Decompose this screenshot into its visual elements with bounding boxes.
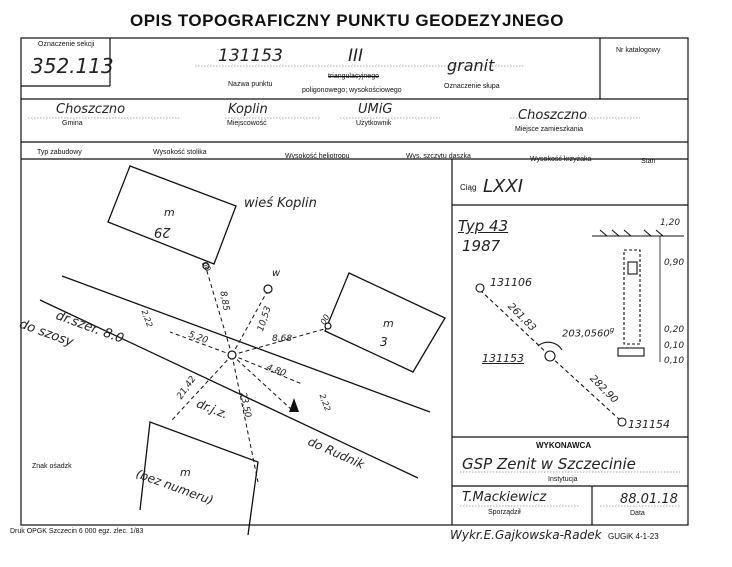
bld2-num: 3 (380, 335, 388, 349)
bld2-m: m (383, 317, 394, 330)
typ-zabudowy-label: Typ zabudowy (37, 149, 82, 156)
miejscowosc-label: Miejscowość (227, 120, 267, 127)
point-class: III (348, 46, 364, 66)
bld3-m: m (180, 466, 191, 479)
zamieszkania-label: Miejsce zamieszkania (515, 126, 584, 133)
wys-krzyzaka-label: Wysokość krzyżaka (530, 156, 592, 163)
w-label: w (272, 268, 281, 279)
building-29 (107, 165, 237, 265)
gmina-label: Gmina (62, 120, 83, 127)
network-poly: poligonowego; wysokościowego (302, 87, 402, 94)
wys-heliotropu-label: Wysokość heliotropu (285, 153, 350, 160)
pt-c: 131154 (628, 418, 670, 431)
monument-label: Oznaczenie słupa (444, 83, 500, 90)
miejscowosc-value: Koplin (228, 102, 268, 117)
village-label: wieś Koplin (244, 196, 317, 211)
dist-868: 8,68 (272, 334, 293, 344)
instytucja-label: Instytucja (548, 476, 578, 483)
building-3 (324, 272, 446, 373)
bld1-m: m (164, 206, 175, 219)
angle-value: 203,0560g (562, 326, 615, 340)
year-value: 1987 (462, 237, 501, 255)
gmina-value: Choszczno (56, 102, 126, 117)
wykonawca-label: WYKONAWCA (536, 441, 592, 450)
point-number: 131153 (218, 46, 283, 66)
wys-stolika-label: Wysokość stolika (153, 149, 207, 156)
zamieszkania-value: Choszczno (518, 108, 588, 123)
sporzadzil-value: T.Mackiewicz (462, 490, 547, 505)
w-marker (263, 284, 273, 294)
typ-value: Typ 43 (458, 217, 509, 235)
stan-label: Stan (641, 158, 656, 165)
uzytkownik-label: Użytkownik (356, 120, 392, 127)
print-note: Druk OPGK Szczecin 6 000 egz. zlec. 1/83 (10, 528, 144, 535)
point-marker (227, 350, 237, 360)
h-090: 0,90 (664, 258, 685, 268)
monument-value: granit (447, 56, 495, 75)
date-label: Data (630, 510, 645, 517)
uzytkownik-value: UMiG (358, 102, 393, 117)
building-bez-numeru (139, 421, 259, 536)
pt-b: 131153 (482, 352, 524, 365)
h-020: 0,20 (664, 325, 685, 335)
ciag-label: Ciąg (460, 183, 477, 192)
sporzadzil-label: Sporządził (488, 509, 521, 516)
point-name-label: Nazwa punktu (228, 81, 273, 88)
ciag-value: LXXI (483, 176, 523, 197)
section-value: 352.113 (31, 54, 114, 78)
date-value: 88.01.18 (620, 492, 678, 507)
document-title: OPIS TOPOGRAFICZNY PUNKTU GEODEZYJNEGO (130, 11, 564, 30)
h-010b: 0,10 (664, 356, 685, 366)
network-triang: triangulacyjnego (328, 73, 379, 80)
wykonawca-value: GSP Zenit w Szczecinie (462, 455, 636, 473)
section-label: Oznaczenie sekcji (38, 41, 95, 48)
pt-a: 131106 (490, 276, 532, 289)
catalog-label: Nr katalogowy (616, 47, 661, 54)
znak-label: Znak ośadzk (32, 463, 72, 470)
bld1-num: 29 (154, 224, 171, 239)
wys-daszka-label: Wys. szczytu daszka (406, 153, 471, 160)
drafter-note: Wykr.E.Gajkowska-Radek (450, 528, 602, 542)
h-010: 0,10 (664, 341, 685, 351)
h-120: 1,20 (660, 218, 681, 228)
form-code: GUGiK 4-1-23 (608, 532, 659, 541)
